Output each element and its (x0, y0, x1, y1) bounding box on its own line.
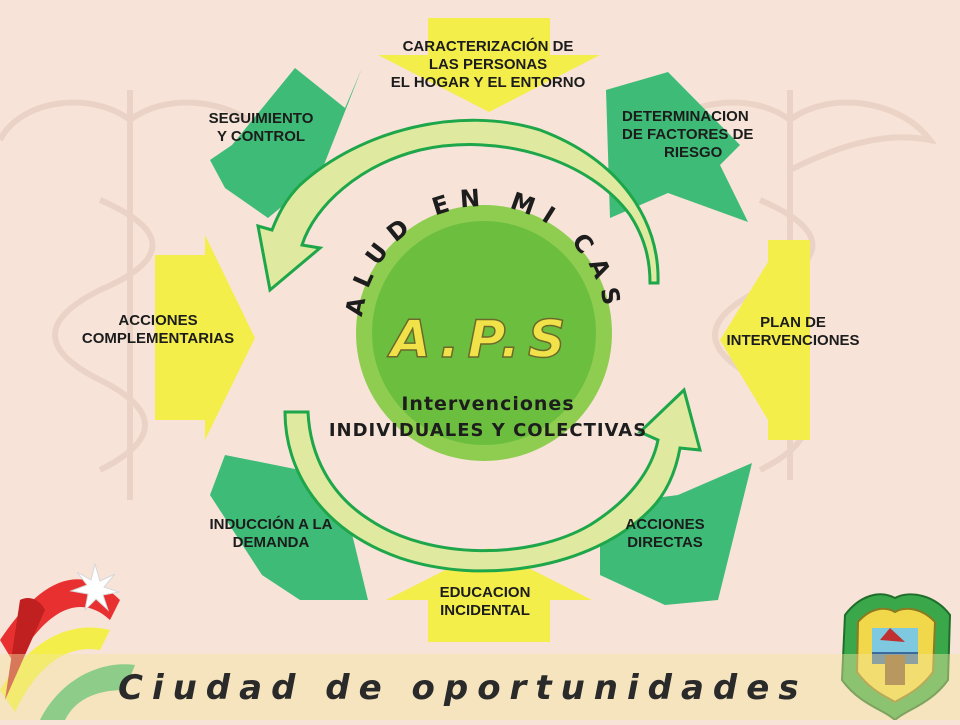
center-line2: INDIVIDUALES Y COLECTIVAS (329, 420, 647, 441)
seal-icon (840, 593, 952, 722)
stage-label-acciones-complementarias: ACCIONES COMPLEMENTARIAS (81, 312, 235, 347)
center-acronym: A.P.S (387, 310, 574, 370)
stage-arrow-acciones-complementarias (155, 235, 255, 440)
center-line1: Intervenciones (401, 393, 574, 415)
star-icon (69, 562, 121, 612)
stage-arrow-caracterizacion (378, 18, 600, 112)
cycle-arrow-upper (256, 118, 660, 293)
stage-label-determinacion: DETERMINACION DE FACTORES DE RIESGO (622, 108, 754, 161)
stage-label-seguimiento: SEGUIMIENTO Y CONTROL (208, 110, 314, 145)
stage-arrow-educacion (386, 548, 592, 642)
footer-slogan: Ciudad de oportunidades (118, 668, 808, 708)
stage-arrow-determinacion (606, 72, 748, 222)
stage-label-induccion: INDUCCIÓN A LA DEMANDA (209, 516, 333, 551)
center-circle (356, 205, 612, 461)
stage-arrow-plan (720, 240, 810, 440)
stage-label-educacion: EDUCACION INCIDENTAL (439, 584, 531, 619)
stage-arrow-acciones-directas (600, 463, 752, 605)
stage-arrow-seguimiento (210, 68, 362, 218)
footer-bar (0, 654, 960, 720)
stage-label-acciones-directas: ACCIONES DIRECTAS (625, 516, 705, 551)
stage-label-plan: PLAN DE INTERVENCIONES (726, 314, 860, 349)
stage-arrow-induccion (210, 455, 368, 600)
stage-label-caracterizacion: CARACTERIZACIÓN DE LAS PERSONAS EL HOGAR… (390, 38, 586, 91)
cycle-arrow-lower (283, 387, 703, 573)
